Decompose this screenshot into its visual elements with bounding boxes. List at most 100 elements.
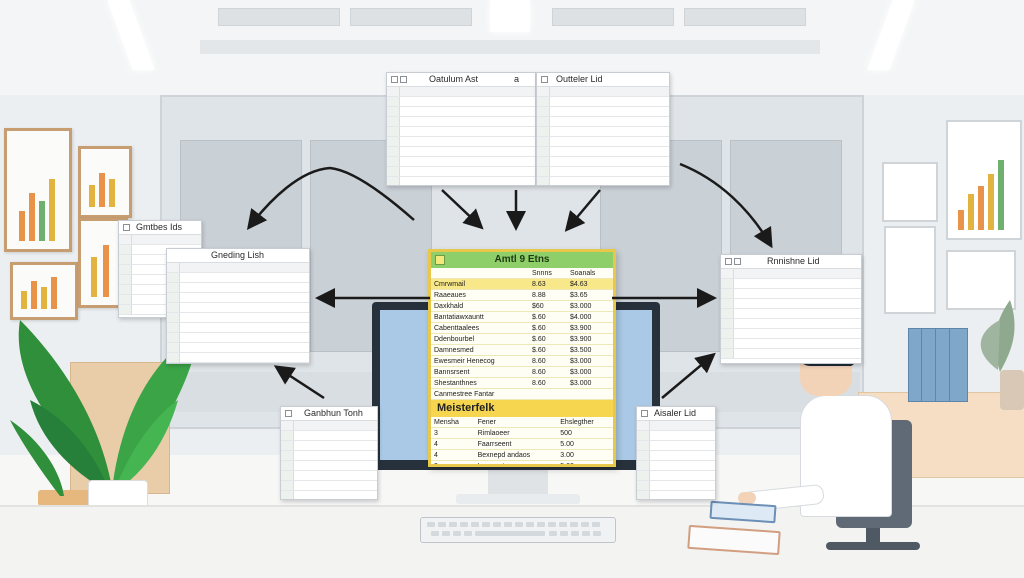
sheet-title: Aisaler Lid (654, 408, 697, 418)
spreadsheet-window[interactable]: Rnnishne Lid (720, 254, 862, 364)
cell-a: 8.60 (529, 355, 567, 367)
sheet-icon (435, 255, 445, 265)
spreadsheet-window[interactable]: Aisaler Lid (636, 406, 716, 500)
column-header: Fener (474, 417, 558, 428)
cell-name: Cmrwmail (431, 278, 529, 290)
table-row[interactable]: Cabenttaalees$.60$3.900 (431, 322, 613, 334)
cell-n: 4 (431, 438, 475, 450)
chair-post (866, 528, 880, 546)
vase (1000, 370, 1024, 410)
ceiling-panel (684, 8, 806, 26)
keyboard[interactable] (420, 517, 616, 543)
sheet-title: Outteler Lid (556, 74, 603, 84)
cell-name: Shestanthnes (431, 377, 529, 389)
ceiling-light (490, 0, 530, 32)
cell-a: 8.88 (529, 289, 567, 301)
person-hand (738, 492, 756, 504)
cell-b: $4.63 (566, 278, 613, 290)
cell-name: Canmestree Fantar (431, 388, 529, 400)
column-header: Mensha (431, 417, 475, 428)
center-sheet-header: Amtl 9 Etns (431, 252, 613, 268)
cell-n: 3 (431, 460, 475, 464)
sheet-title: Gneding Lish (211, 250, 265, 260)
table-row[interactable]: Daxkhald$60$3.000 (431, 300, 613, 312)
cell-a: 8.60 (529, 366, 567, 378)
cell-a: 8.60 (529, 377, 567, 389)
spreadsheet-window[interactable]: Ganbhun Tonh (280, 406, 378, 500)
table-row[interactable]: Canmestree Fantar (431, 388, 613, 400)
chair-base (826, 542, 920, 550)
cell-name: Rimlaoeer (474, 427, 558, 439)
cell-a: $60 (529, 300, 567, 312)
binders (908, 328, 968, 402)
cell-name: Daxkhald (431, 300, 529, 312)
wall-chart-frame (4, 128, 72, 252)
cell-name: Bannsrsent (431, 366, 529, 378)
sheet-grid (637, 421, 715, 499)
cell-n: 3 (431, 427, 475, 439)
wall-map-frame (884, 226, 936, 314)
table-row[interactable]: Ddenbourbel$.60$3.900 (431, 333, 613, 345)
sheet-title: Gmtbes Ids (136, 222, 183, 232)
cell-b: $3.000 (566, 300, 613, 312)
cell-b: $3.900 (566, 333, 613, 345)
column-header: Ehslegther (557, 417, 613, 428)
cell-name: Raaeaues (431, 289, 529, 301)
spreadsheet-window[interactable]: Outteler Lid (536, 72, 670, 186)
spreadsheet-window[interactable]: Gneding Lish (166, 248, 310, 364)
cell-name: Leencertns (474, 460, 558, 464)
cell-b: $3.000 (566, 355, 613, 367)
cell-name: Ewesmeir Henecog (431, 355, 529, 367)
cell-a: $.60 (529, 333, 567, 345)
cell-b: $3.900 (566, 322, 613, 334)
cell-v: 5.00 (557, 460, 613, 464)
ceiling-panel (350, 8, 472, 26)
cell-name: Faarrseent (474, 438, 558, 450)
ceiling-panel (552, 8, 674, 26)
cell-b: $3.500 (566, 344, 613, 356)
cell-b: $3.000 (566, 377, 613, 389)
master-list-title: Meisterfelk (431, 400, 613, 417)
column-header: Snnns (529, 268, 567, 279)
table-row[interactable]: Damnesmed$.60$3.500 (431, 344, 613, 356)
cell-a: 8.63 (529, 278, 567, 290)
sheet-title: Rnnishne Lid (767, 256, 820, 266)
monitor-stand-base (456, 494, 580, 504)
cell-v: 3.00 (557, 449, 613, 461)
cell-a: $.60 (529, 311, 567, 323)
sheet-badge: a (513, 74, 519, 84)
sheet-grid (167, 263, 309, 363)
ceiling-panel (218, 8, 340, 26)
cell-v: 500 (557, 427, 613, 439)
cell-name: Bantatiawxauntt (431, 311, 529, 323)
sheet-grid (387, 87, 535, 185)
sheet-grid (721, 269, 861, 359)
ceiling-beam (200, 40, 820, 54)
wall-picture-frame (946, 250, 1016, 310)
cell-name: Ddenbourbel (431, 333, 529, 345)
cell-a: $.60 (529, 322, 567, 334)
table-row[interactable]: Bantatiawxauntt$.60$4.000 (431, 311, 613, 323)
wall-chart-frame (78, 146, 132, 218)
cell-n: 4 (431, 449, 475, 461)
wall-chart-frame (946, 120, 1022, 240)
cell-b: $4.000 (566, 311, 613, 323)
column-header: Soanals (566, 268, 613, 279)
cell-name: Bexnepd andaos (474, 449, 558, 461)
sheet-grid (537, 87, 669, 185)
sheet-grid (281, 421, 377, 499)
